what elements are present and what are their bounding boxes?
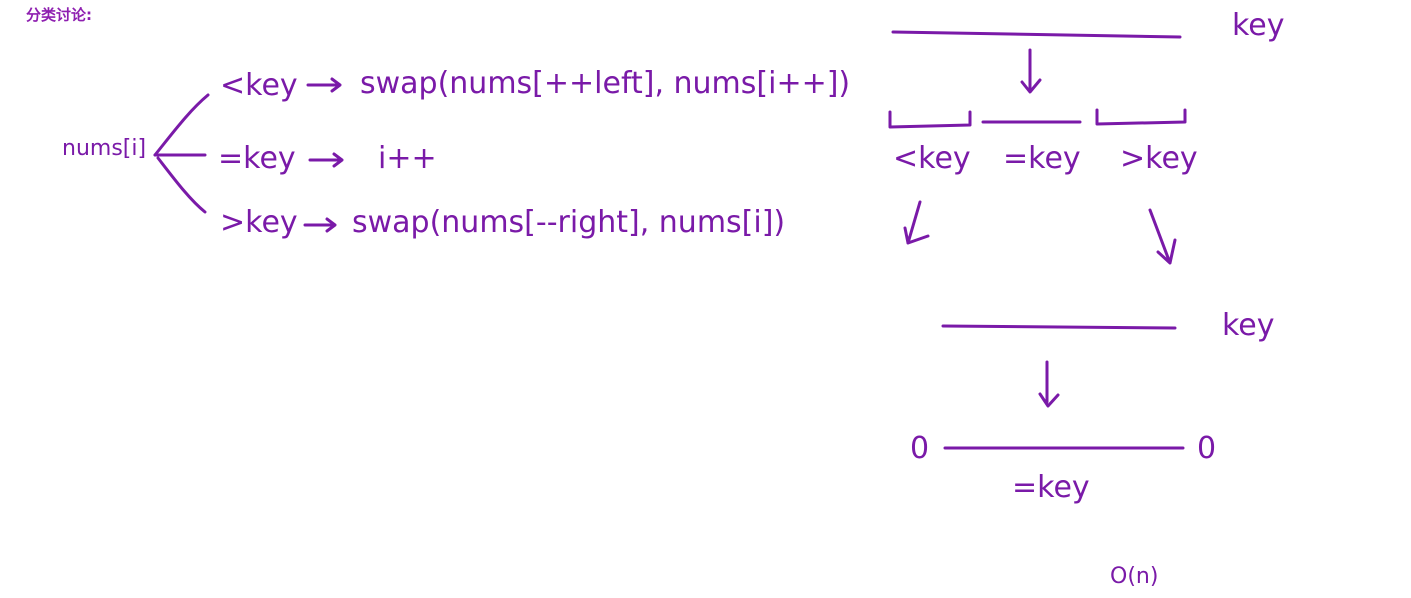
equal-action: i++ [378,141,437,176]
array-line-top [891,30,1182,39]
equal-arrow-icon [308,152,344,168]
less-condition: <key [220,68,298,103]
greater-arrow-icon [303,217,337,233]
branch-line-less [153,93,210,157]
final-right-zero: 0 [1197,431,1216,466]
final-equal-label: =key [1012,470,1090,505]
second-key-label: key [1222,308,1275,343]
final-left-zero: 0 [910,431,929,466]
greater-condition: >key [220,205,298,240]
complexity-label: O(n) [1110,564,1158,589]
segment-less-label: <key [893,141,971,176]
down-right-arrow-icon [1148,208,1177,265]
down-arrow-icon-1 [1020,48,1042,94]
array-line-second [941,324,1177,330]
segment-greater-bracket [1095,108,1187,126]
equal-condition: =key [218,141,296,176]
section-title: 分类讨论: [26,6,92,24]
top-key-label: key [1232,8,1285,43]
root-label: nums[i] [62,136,146,161]
down-arrow-icon-2 [1038,360,1060,408]
segment-less-bracket [888,110,972,129]
less-arrow-icon [306,77,342,93]
segment-equal-label: =key [1003,141,1081,176]
less-action: swap(nums[++left], nums[i++]) [360,66,850,101]
segment-greater-label: >key [1120,141,1198,176]
branch-line-greater [156,156,207,214]
down-left-arrow-icon [903,200,930,245]
greater-action: swap(nums[--right], nums[i]) [352,205,785,240]
